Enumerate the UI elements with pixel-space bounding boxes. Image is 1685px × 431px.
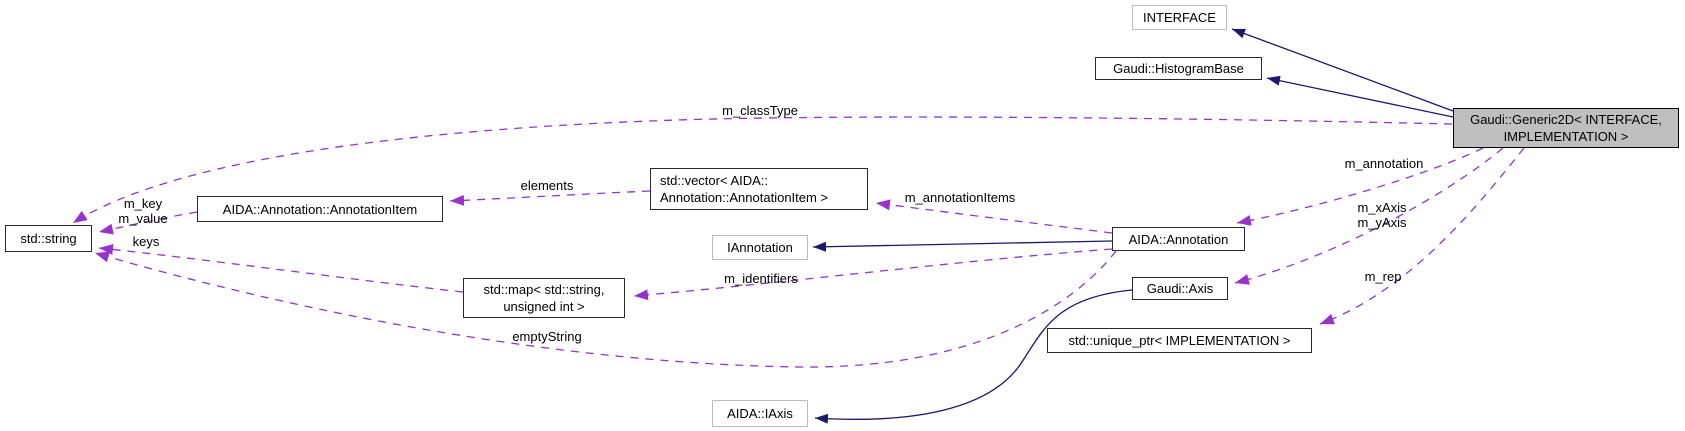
edge-usage-m-rep	[1319, 147, 1525, 325]
node-interface: INTERFACE	[1132, 5, 1227, 30]
edge-label-m-classtype: m_classType	[722, 103, 798, 118]
edge-usage-m-annotationitems	[875, 199, 1113, 234]
edge-usage-keys	[98, 243, 464, 293]
edge-label-m-rep: m_rep	[1364, 269, 1402, 284]
edge-inherit-annotation-iannotation	[812, 240, 1113, 252]
edge-label-m-annotationitems: m_annotationItems	[904, 190, 1016, 205]
node-aida-iaxis: AIDA::IAxis	[712, 400, 808, 427]
edge-inherit-generic2d-interface	[1231, 28, 1454, 112]
edge-label-m-key-m-value: m_key m_value	[118, 196, 168, 226]
node-iannotation: IAnnotation	[712, 235, 808, 260]
edge-inherit-axis-iaxis	[814, 289, 1133, 424]
node-aida-annotation[interactable]: AIDA::Annotation	[1112, 227, 1245, 251]
node-std-vector-annotationitem[interactable]: std::vector< AIDA:: Annotation::Annotati…	[650, 168, 868, 210]
edge-label-keys: keys	[132, 234, 160, 249]
edge-usage-emptystring	[94, 250, 1117, 368]
edge-label-emptystring: emptyString	[512, 329, 582, 344]
node-std-map-string-uint[interactable]: std::map< std::string, unsigned int >	[463, 278, 625, 318]
edge-usage-m-annotation	[1236, 147, 1484, 226]
edge-usage-m-xaxis-m-yaxis	[1234, 147, 1504, 285]
edge-label-m-identifiers: m_identifiers	[724, 271, 798, 286]
node-std-unique-ptr-implementation[interactable]: std::unique_ptr< IMPLEMENTATION >	[1047, 328, 1312, 353]
edge-label-m-annotation: m_annotation	[1344, 156, 1424, 171]
node-gaudi-histogrambase[interactable]: Gaudi::HistogramBase	[1095, 57, 1262, 80]
edge-usage-m-identifiers	[633, 248, 1113, 301]
node-gaudi-generic2d: Gaudi::Generic2D< INTERFACE, IMPLEMENTAT…	[1453, 108, 1679, 148]
node-gaudi-axis[interactable]: Gaudi::Axis	[1132, 277, 1228, 300]
node-aida-annotation-annotationitem[interactable]: AIDA::Annotation::AnnotationItem	[197, 196, 443, 222]
node-std-string[interactable]: std::string	[5, 225, 92, 252]
edge-inherit-generic2d-histogrambase	[1266, 75, 1454, 118]
edge-label-elements: elements	[520, 178, 574, 193]
edge-label-m-xaxis-m-yaxis: m_xAxis m_yAxis	[1357, 200, 1407, 230]
edge-usage-m-key-m-value	[98, 211, 198, 235]
edge-usage-m-classtype	[72, 116, 1453, 224]
